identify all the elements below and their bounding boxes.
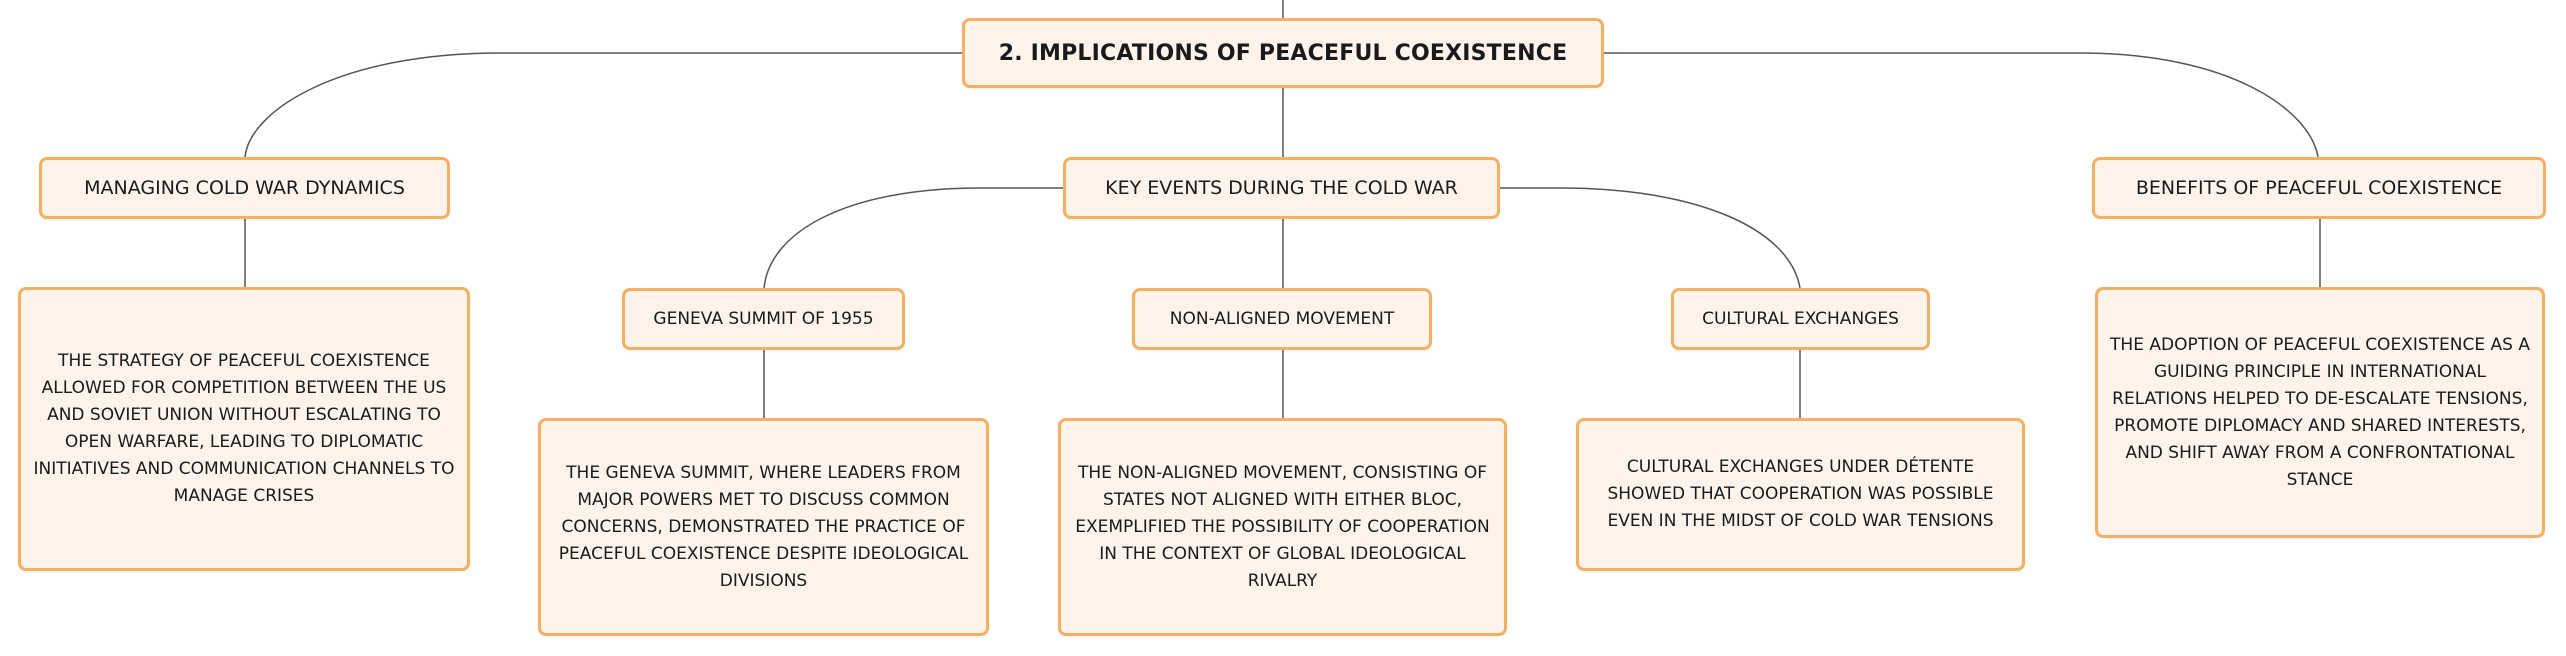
branch-node-key-events[interactable]: KEY EVENTS DURING THE COLD WAR bbox=[1063, 157, 1500, 219]
sub-node-cultural[interactable]: CULTURAL EXCHANGES bbox=[1671, 288, 1930, 350]
desc-node-benefits-text: THE ADOPTION OF PEACEFUL COEXISTENCE AS … bbox=[2110, 334, 2530, 490]
branch-node-key-events-label: KEY EVENTS DURING THE COLD WAR bbox=[1105, 177, 1458, 199]
sub-node-non-aligned[interactable]: NON-ALIGNED MOVEMENT bbox=[1132, 288, 1432, 350]
branch-node-benefits-label: BENEFITS OF PEACEFUL COEXISTENCE bbox=[2135, 177, 2503, 199]
root-node-label: 2. IMPLICATIONS OF PEACEFUL COEXISTENCE bbox=[998, 40, 1568, 66]
desc-node-managing-text: THE STRATEGY OF PEACEFUL COEXISTENCE ALL… bbox=[33, 351, 455, 506]
sub-node-geneva[interactable]: GENEVA SUMMIT OF 1955 bbox=[622, 288, 905, 350]
connector-key-events-geneva bbox=[763, 187, 1063, 289]
connector-key-events-cultural bbox=[1500, 187, 1801, 289]
desc-node-cultural-text: CULTURAL EXCHANGES UNDER DÉTENTE SHOWED … bbox=[1607, 457, 1994, 531]
desc-node-cultural[interactable]: CULTURAL EXCHANGES UNDER DÉTENTE SHOWED … bbox=[1576, 418, 2025, 571]
desc-node-non-aligned-text: THE NON-ALIGNED MOVEMENT, CONSISTING OF … bbox=[1075, 462, 1490, 591]
sub-node-geneva-label: GENEVA SUMMIT OF 1955 bbox=[653, 309, 874, 329]
desc-node-geneva-text: THE GENEVA SUMMIT, WHERE LEADERS FROM MA… bbox=[558, 462, 969, 591]
sub-node-non-aligned-label: NON-ALIGNED MOVEMENT bbox=[1169, 309, 1395, 329]
desc-node-non-aligned[interactable]: THE NON-ALIGNED MOVEMENT, CONSISTING OF … bbox=[1058, 418, 1507, 636]
root-node[interactable]: 2. IMPLICATIONS OF PEACEFUL COEXISTENCE bbox=[962, 18, 1604, 88]
connector-root-benefits bbox=[1604, 52, 2319, 158]
branch-node-benefits[interactable]: BENEFITS OF PEACEFUL COEXISTENCE bbox=[2092, 157, 2546, 219]
desc-node-managing[interactable]: THE STRATEGY OF PEACEFUL COEXISTENCE ALL… bbox=[18, 287, 470, 571]
sub-node-cultural-label: CULTURAL EXCHANGES bbox=[1702, 309, 1899, 329]
desc-node-geneva[interactable]: THE GENEVA SUMMIT, WHERE LEADERS FROM MA… bbox=[538, 418, 989, 636]
connector-root-managing bbox=[244, 52, 962, 158]
desc-node-benefits[interactable]: THE ADOPTION OF PEACEFUL COEXISTENCE AS … bbox=[2095, 287, 2545, 538]
branch-node-managing[interactable]: MANAGING COLD WAR DYNAMICS bbox=[39, 157, 450, 219]
branch-node-managing-label: MANAGING COLD WAR DYNAMICS bbox=[84, 177, 405, 199]
